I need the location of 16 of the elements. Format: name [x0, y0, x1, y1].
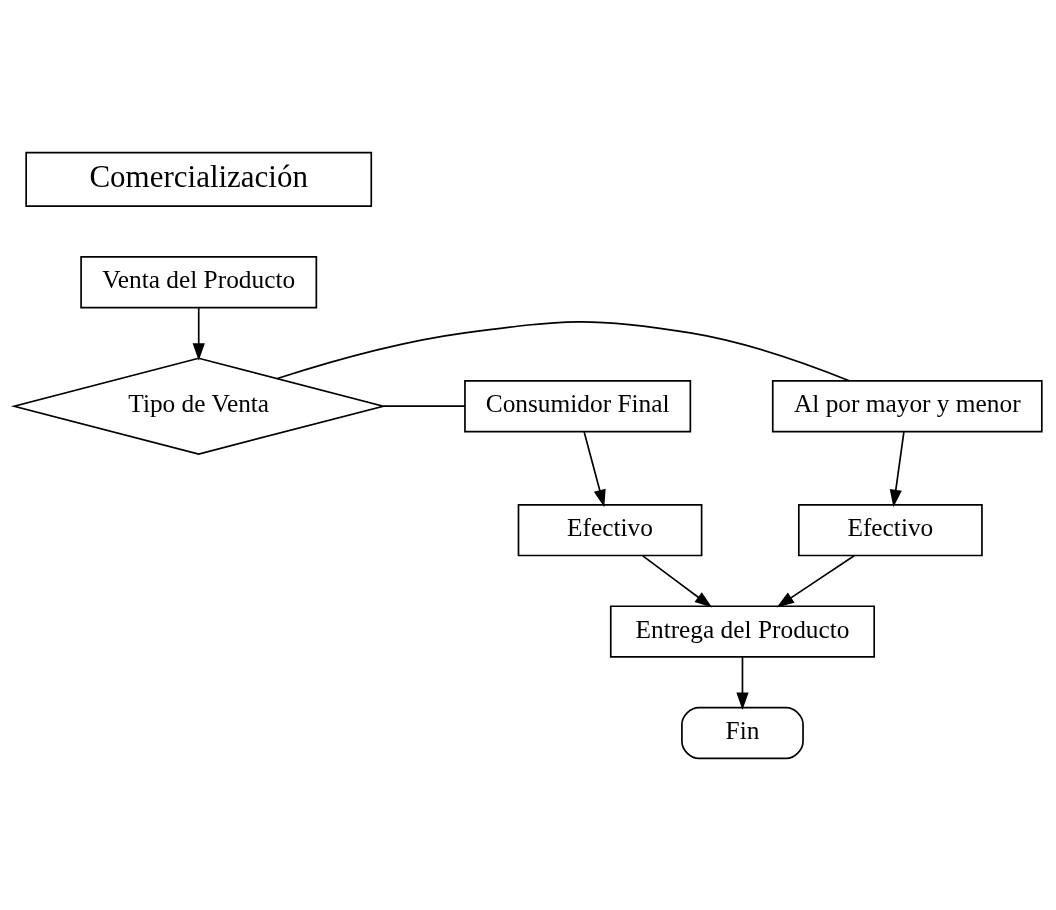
node-box: Entrega del Producto [609, 604, 876, 658]
node-box: Fin [681, 706, 804, 759]
node-box: Comercialización [25, 151, 373, 207]
node-box: Venta del Producto [80, 255, 318, 308]
node-box: Efectivo [797, 503, 983, 556]
node-box: Consumidor Final [464, 379, 692, 432]
node-box: Efectivo [517, 503, 703, 556]
arrow [736, 656, 749, 710]
arrow [583, 430, 606, 507]
arrow [641, 554, 713, 608]
connector [382, 404, 466, 407]
node-box: Al por mayor y menor [771, 379, 1043, 432]
connector [276, 320, 851, 382]
arrow [889, 430, 905, 507]
arrow [192, 306, 205, 361]
arrow [776, 554, 856, 607]
